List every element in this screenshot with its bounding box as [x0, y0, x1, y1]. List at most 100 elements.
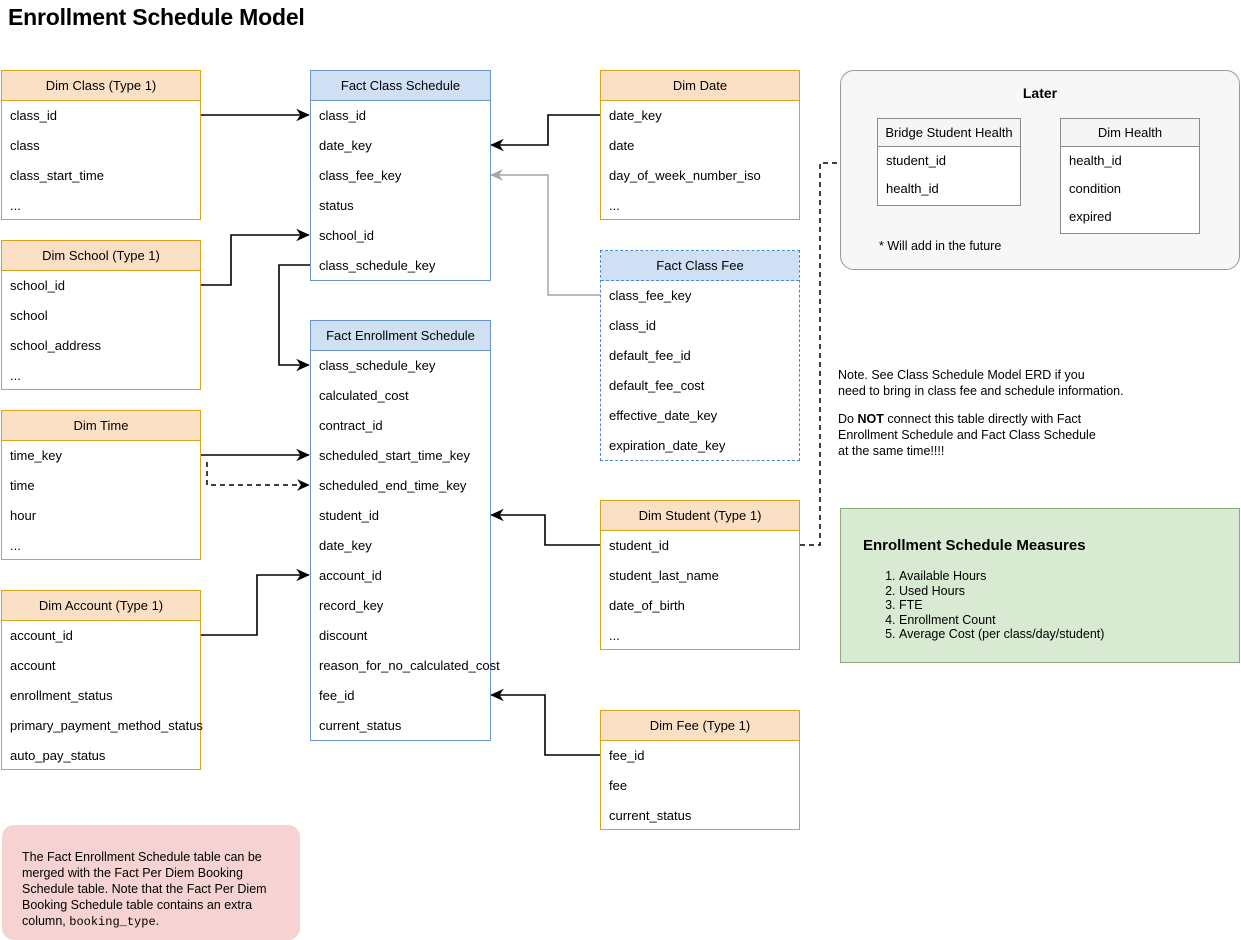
field-row: expired: [1069, 209, 1112, 224]
table-fact-enrollment-schedule[interactable]: Fact Enrollment Schedule class_schedule_…: [310, 320, 500, 741]
note-merge-tables: The Fact Enrollment Schedule table can b…: [2, 825, 300, 940]
field-row: account_id: [10, 628, 73, 643]
field-row: scheduled_end_time_key: [319, 478, 467, 493]
table-dim-health[interactable]: Dim Health health_id condition expired: [1060, 118, 1200, 234]
table-header: Dim Health: [1061, 119, 1199, 147]
measures-list: Available Hours Used Hours FTE Enrollmen…: [875, 569, 1104, 642]
field-row: date_of_birth: [609, 598, 685, 613]
note-warning-prefix: Do: [838, 412, 858, 426]
field-row: class_fee_key: [319, 168, 402, 183]
table-header: Fact Class Schedule: [311, 71, 490, 101]
field-row: date: [609, 138, 635, 153]
field-row: discount: [319, 628, 368, 643]
page-title: Enrollment Schedule Model: [8, 4, 305, 30]
table-rows: class_id date_key class_fee_key status s…: [311, 101, 490, 281]
field-row: primary_payment_method_status: [10, 718, 203, 733]
field-row: time: [10, 478, 35, 493]
field-row: effective_date_key: [609, 408, 718, 423]
field-row: class_id: [609, 318, 656, 333]
field-row: school_id: [319, 228, 374, 243]
table-dim-class[interactable]: Dim Class (Type 1) class_id class class_…: [1, 70, 201, 220]
field-row: reason_for_no_calculated_cost: [319, 658, 500, 673]
table-bridge-student-health[interactable]: Bridge Student Health student_id health_…: [877, 118, 1021, 206]
table-rows: date_key date day_of_week_number_iso ...: [601, 101, 799, 221]
field-row: fee: [609, 778, 628, 793]
field-row: student_id: [886, 153, 946, 168]
measure-item: Available Hours: [899, 569, 1104, 584]
field-row: ...: [10, 368, 21, 383]
field-row: record_key: [319, 598, 384, 613]
table-dim-fee[interactable]: Dim Fee (Type 1) fee_id fee current_stat…: [600, 710, 800, 830]
table-rows: student_id health_id: [878, 147, 1020, 203]
table-header: Dim Date: [601, 71, 799, 101]
field-row: ...: [10, 198, 21, 213]
table-rows: health_id condition expired: [1061, 147, 1199, 231]
field-row: student_id: [609, 538, 669, 553]
table-header: Dim Student (Type 1): [601, 501, 799, 531]
field-row: class_schedule_key: [319, 358, 436, 373]
field-row: account: [10, 658, 56, 673]
measures-title: Enrollment Schedule Measures: [863, 537, 1086, 554]
field-row: student_last_name: [609, 568, 719, 583]
field-row: current_status: [609, 808, 692, 823]
table-dim-school[interactable]: Dim School (Type 1) school_id school sch…: [1, 240, 201, 390]
table-header: Dim School (Type 1): [2, 241, 200, 271]
field-row: school_id: [10, 278, 65, 293]
note-merge-text: The Fact Enrollment Schedule table can b…: [22, 849, 280, 930]
measure-item: FTE: [899, 598, 1104, 613]
note-warning-suffix: connect this table directly with Fact En…: [838, 412, 1096, 458]
table-rows: school_id school school_address ...: [2, 271, 200, 391]
connector-dimtime-endkey-dashed: [206, 462, 310, 491]
connector-dimstudent-factenrollmentschedule: [490, 508, 600, 546]
table-rows: time_key time hour ...: [2, 441, 200, 561]
connector-dimaccount-factenrollmentschedule: [201, 568, 310, 636]
table-rows: class_id class class_start_time ...: [2, 101, 200, 221]
field-row: class_id: [319, 108, 366, 123]
note-erd-reference: Note. See Class Schedule Model ERD if yo…: [838, 368, 1124, 398]
table-fact-class-schedule[interactable]: Fact Class Schedule class_id date_key cl…: [310, 70, 491, 281]
field-row: ...: [609, 628, 620, 643]
field-row: fee_id: [609, 748, 645, 763]
field-row: hour: [10, 508, 37, 523]
field-row: date_key: [609, 108, 662, 123]
table-rows: fee_id fee current_status: [601, 741, 799, 831]
field-row: health_id: [1069, 153, 1122, 168]
later-group-title: Later: [1022, 85, 1058, 101]
table-dim-time[interactable]: Dim Time time_key time hour ...: [1, 410, 201, 560]
connector-factclassschedule-factenrollmentschedule: [278, 264, 310, 372]
table-dim-account[interactable]: Dim Account (Type 1) account_id account …: [1, 590, 203, 770]
field-row: class_id: [10, 108, 57, 123]
measure-item: Average Cost (per class/day/student): [899, 627, 1104, 642]
table-header: Dim Account (Type 1): [2, 591, 200, 621]
field-row: school_address: [10, 338, 102, 353]
table-rows: class_schedule_key calculated_cost contr…: [311, 351, 500, 741]
table-header: Bridge Student Health: [878, 119, 1020, 147]
later-group-footnote: * Will add in the future: [879, 239, 1002, 253]
note-merge-part1: The Fact Enrollment Schedule table can b…: [22, 850, 267, 928]
table-rows: student_id student_last_name date_of_bir…: [601, 531, 799, 651]
field-row: school: [10, 308, 48, 323]
field-row: class_start_time: [10, 168, 104, 183]
field-row: contract_id: [319, 418, 383, 433]
table-dim-date[interactable]: Dim Date date_key date day_of_week_numbe…: [600, 70, 800, 220]
field-row: time_key: [10, 448, 63, 463]
field-row: student_id: [319, 508, 379, 523]
field-row: current_status: [319, 718, 402, 733]
field-row: date_key: [319, 138, 372, 153]
field-row: class_schedule_key: [319, 258, 436, 273]
note-merge-code: booking_type: [69, 915, 156, 929]
table-dim-student[interactable]: Dim Student (Type 1) student_id student_…: [600, 500, 800, 650]
note-merge-part2: .: [155, 914, 160, 928]
table-header: Dim Fee (Type 1): [601, 711, 799, 741]
connector-dimschool-factclassschedule: [201, 228, 310, 286]
field-row: calculated_cost: [319, 388, 409, 403]
field-row: auto_pay_status: [10, 748, 106, 763]
table-header: Fact Enrollment Schedule: [311, 321, 490, 351]
field-row: account_id: [319, 568, 382, 583]
field-row: ...: [10, 538, 21, 553]
field-row: status: [319, 198, 354, 213]
field-row: class: [10, 138, 40, 153]
table-fact-class-fee[interactable]: Fact Class Fee class_fee_key class_id de…: [600, 250, 800, 461]
table-rows: class_fee_key class_id default_fee_id de…: [601, 281, 799, 461]
